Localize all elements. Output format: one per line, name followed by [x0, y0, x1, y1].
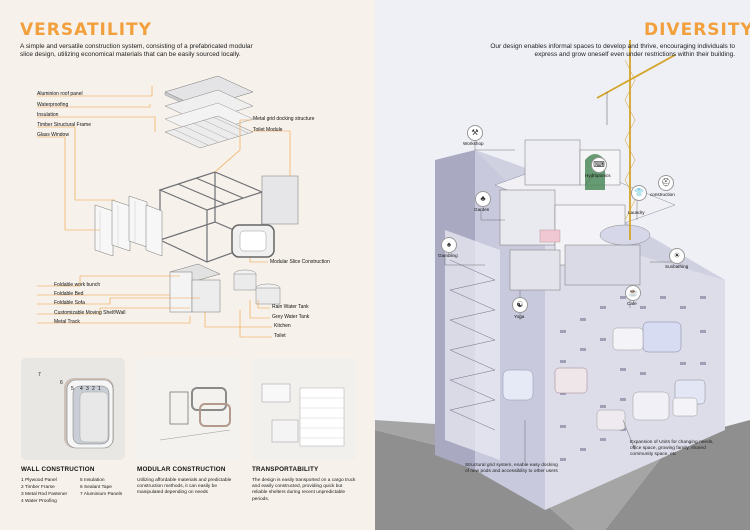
versatility-title: VERSATILITY — [20, 20, 152, 40]
label-aluminium-roof-panel: Aluminion roof panel — [37, 91, 83, 97]
note-structural-grid: Structural grid system, enable easy dock… — [465, 463, 558, 475]
modular-construction-title: MODULAR CONSTRUCTION — [137, 466, 226, 473]
wall-item: 4 Water Proofing — [21, 499, 57, 504]
versatility-panel: VERSATILITY A simple and versatile const… — [0, 0, 375, 530]
diversity-title: DIVERSITY — [644, 20, 750, 40]
wall-item: 1 Plywood Panel — [21, 478, 57, 483]
icon-label-hydroponics: Hydroponics — [585, 173, 611, 178]
label-timber-structural-frame: Timber Structural Frame — [37, 122, 91, 128]
modular-construction-text: Utilizing affordable materials and predi… — [137, 478, 232, 496]
icon-label-garden: Garden — [474, 207, 490, 212]
icon-label-construction: construction — [650, 192, 675, 197]
wall-layer-number: 5 — [71, 386, 74, 392]
tree-icon: ♣ — [475, 191, 491, 207]
icon-label-gambling: Gambling — [438, 253, 458, 258]
wall-item: 3 Metal Rod Fastener — [21, 492, 68, 497]
wall-layer-number: 4 — [80, 386, 83, 392]
label-insulation: Insulation — [37, 112, 59, 118]
wall-item: 7 Aluminium Panels — [80, 492, 123, 497]
wall-layer-number: 7 — [38, 372, 41, 378]
wall-item: 5 Insulation — [80, 478, 105, 483]
label-waterproofing: Waterproofing — [37, 102, 69, 108]
label-kitchen: Kitchen — [274, 323, 291, 329]
label-metal-track: Metal Track — [54, 319, 80, 325]
note-expansion-units: Expansion of Units for changing needs, o… — [630, 440, 714, 458]
shirt-icon: 👕 — [631, 185, 647, 201]
icon-label-laundry: Laundry — [628, 210, 645, 215]
sun-icon: ☀ — [669, 248, 685, 264]
cards-icon: ♠ — [441, 237, 457, 253]
label-toilet: Toilet — [274, 333, 286, 339]
yoga-icon: ☯ — [512, 297, 528, 313]
wall-item: 6 Sealant Tape — [80, 485, 112, 490]
wall-layer-number: 1 — [98, 386, 101, 392]
label-glass-window: Glass Window — [37, 132, 69, 138]
wall-construction-title: WALL CONSTRUCTION — [21, 466, 95, 473]
wall-layer-number: 3 — [86, 386, 89, 392]
worker-icon: ⛑ — [658, 175, 674, 191]
label-foldable-sofa: Foldable Sofa — [54, 300, 85, 306]
coffee-icon: ☕ — [625, 285, 641, 301]
icon-label-cafe: Cafe — [627, 301, 637, 306]
wall-item: 2 Timber Frame — [21, 485, 55, 490]
label-moving-shelf: Customizable Moving Shelf/Wall — [54, 310, 126, 316]
diversity-panel: DIVERSITY Our design enables informal sp… — [375, 0, 750, 530]
label-metal-grid-docking: Metal grid docking structure — [253, 116, 315, 122]
wall-layer-number: 6 — [60, 380, 63, 386]
versatility-description: A simple and versatile construction syst… — [20, 43, 253, 58]
diversity-description: Our design enables informal spaces to de… — [490, 43, 735, 58]
wrench-icon: ⚒ — [467, 125, 483, 141]
transportability-title: TRANSPORTABILITY — [252, 466, 319, 473]
wall-layer-number: 2 — [92, 386, 95, 392]
label-grey-water-tank: Grey Water Tank — [272, 314, 310, 320]
icon-label-sunbathing: Sunbathing — [665, 264, 689, 269]
transportability-text: The design is easily transported on a ca… — [252, 478, 356, 502]
icon-label-workshop: Workshop — [463, 141, 484, 146]
label-rain-water-tank: Rain Water Tank — [272, 304, 309, 310]
label-toilet-module: Toilet Module — [253, 127, 283, 133]
label-foldable-bed: Foldable Bed — [54, 291, 84, 297]
label-foldable-work-bunch: Foldable work bunch — [54, 282, 101, 288]
keyboard-icon: ⌨ — [591, 157, 607, 173]
icon-label-yoga: Yoga — [514, 314, 525, 319]
exploded-axonometric-drawing — [21, 75, 345, 460]
label-modular-slice: Modular Slice Construction — [270, 259, 330, 265]
